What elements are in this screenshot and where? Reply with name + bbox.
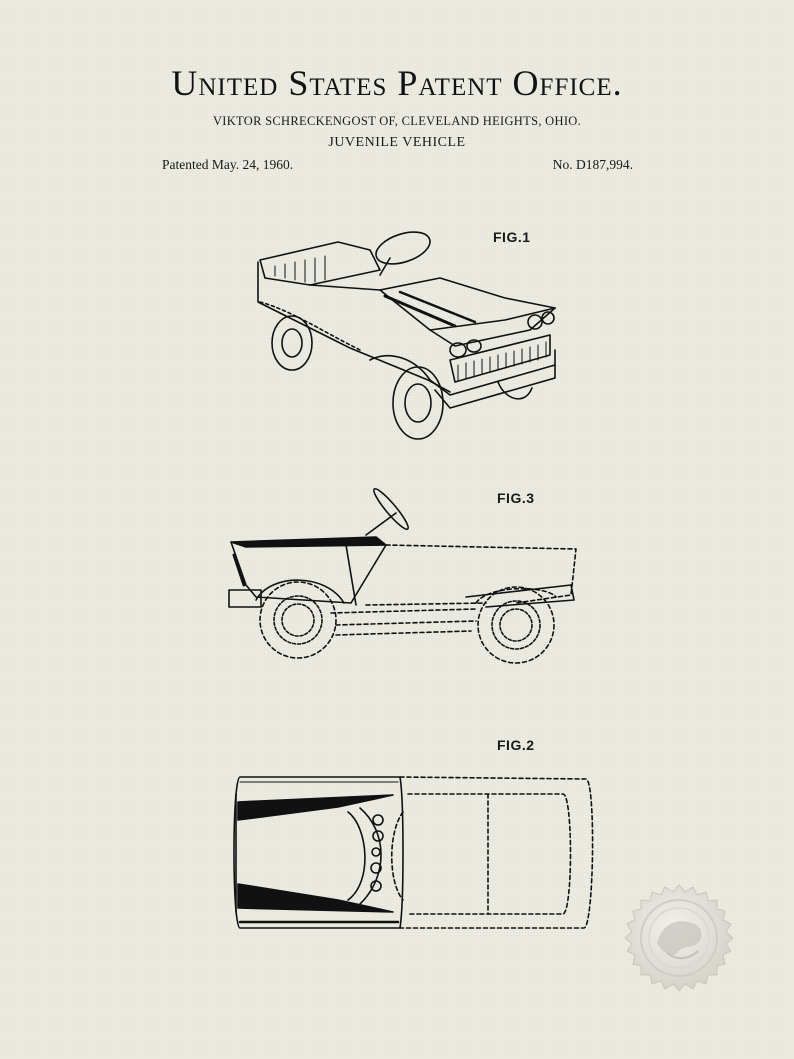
patent-number: No. D187,994. [552, 157, 633, 172]
inventor-line: VIKTOR SCHRECKENGOST OF, CLEVELAND HEIGH… [212, 114, 582, 128]
patented-date: Patented May. 24, 1960. [162, 157, 294, 172]
fig-3-drawing [226, 485, 581, 665]
fig-2-drawing [228, 772, 598, 937]
invention-title: JUVENILE VEHICLE [328, 135, 466, 150]
fig-1-label: FIG.1 [493, 229, 531, 245]
fig-3-label: FIG.3 [497, 490, 535, 506]
fig-1-drawing [250, 230, 565, 450]
embossed-eagle-seal-icon [622, 883, 736, 1001]
fig-2-label: FIG.2 [497, 737, 535, 753]
office-title: United States Patent Office. [171, 63, 623, 103]
